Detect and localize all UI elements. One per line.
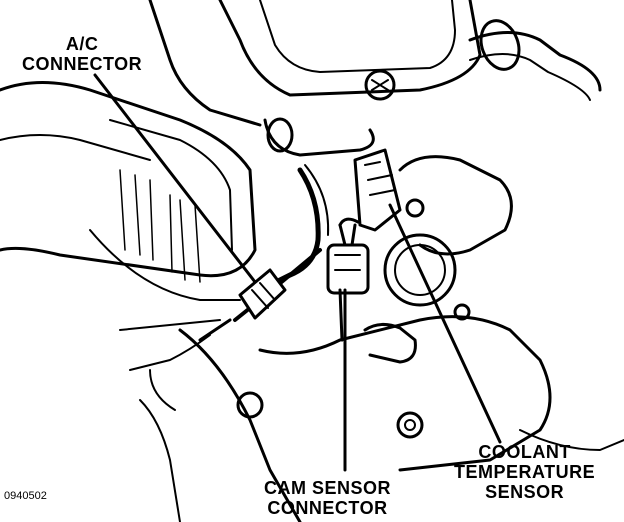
ac-connector-label-line-1: A/C — [65, 34, 99, 54]
lower-bolt-left — [236, 391, 264, 419]
upper-cover-inner — [259, 0, 456, 73]
ac-leader — [93, 73, 257, 284]
lower-bolt-center — [396, 411, 424, 439]
top-rail — [148, 0, 262, 127]
valve-cover-left — [0, 81, 257, 278]
ac-connector-label: A/C CONNECTOR — [22, 34, 142, 74]
loop-pipe — [263, 118, 375, 157]
coolant-leader — [388, 203, 502, 444]
tube-end — [479, 19, 521, 71]
ac-connector-body — [238, 268, 287, 320]
coolant-label-line-2: TEMPERATURE — [454, 462, 596, 482]
figure-id: 0940502 — [4, 490, 47, 502]
coolant-sensor-body — [353, 148, 402, 232]
top-bolt — [364, 69, 396, 101]
ac-connector-label-line-2: CONNECTOR — [22, 54, 143, 74]
cam-sensor-connector-label: CAM SENSOR CONNECTOR — [264, 478, 391, 518]
lower-block — [258, 315, 552, 472]
upper-cover — [218, 0, 482, 97]
leader-lines — [93, 73, 502, 472]
cam-sensor-label-line-1: CAM SENSOR — [264, 478, 392, 498]
coolant-temperature-sensor-label: COOLANT TEMPERATURE SENSOR — [454, 442, 595, 502]
coolant-label-line-1: COOLANT — [478, 442, 571, 462]
coolant-label-line-3: SENSOR — [485, 482, 565, 502]
wire-harness — [257, 167, 321, 293]
upper-tube — [468, 31, 602, 92]
housing-port — [383, 233, 457, 307]
thermostat-housing — [398, 155, 513, 256]
cam-sensor-label-line-2: CONNECTOR — [267, 498, 388, 518]
